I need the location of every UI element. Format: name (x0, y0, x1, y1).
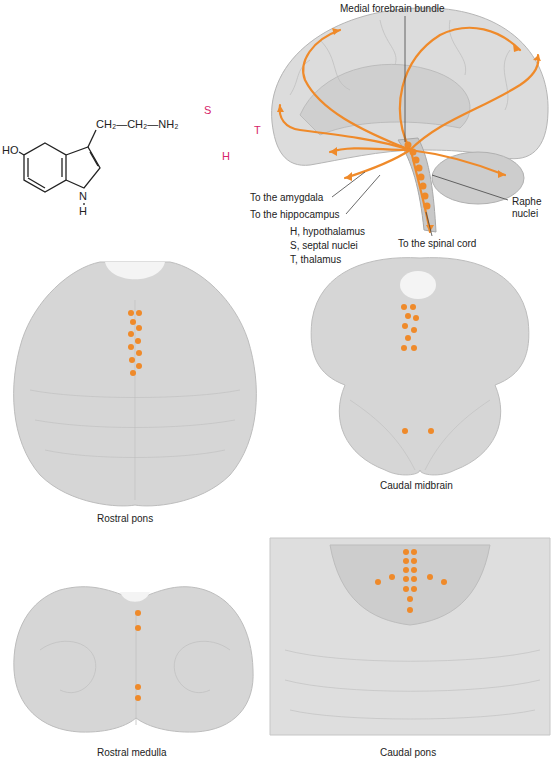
structure-letter: T (254, 124, 261, 136)
raphe-dots (405, 142, 431, 210)
molecule-structure (19, 130, 100, 205)
structure-letter: S (204, 104, 211, 116)
rostral-pons-section (14, 262, 257, 506)
chemical-atom: N (79, 190, 87, 202)
chemical-group: HO (2, 144, 19, 156)
key-entry: H, hypothalamus (290, 226, 365, 238)
callout-label: To the spinal cord (398, 238, 476, 250)
callout-label: To the amygdala (250, 192, 323, 204)
callout-label: Raphe nuclei (512, 196, 550, 220)
section-label: Caudal pons (380, 747, 436, 759)
section-label: Rostral pons (97, 513, 153, 525)
leader-lines (332, 16, 508, 236)
structure-letter: H (222, 150, 230, 162)
section-label: Caudal midbrain (380, 480, 453, 492)
callout-label: To the hippocampus (250, 209, 340, 221)
chemical-atom: H (79, 205, 87, 217)
rostral-medulla-section (14, 587, 253, 732)
chemical-group: CH₂—CH₂—NH₂ (96, 118, 178, 130)
callout-label: Medial forebrain bundle (340, 3, 445, 15)
caudal-pons-section (270, 538, 550, 735)
key-entry: S, septal nuclei (290, 240, 358, 252)
caudal-midbrain-section (311, 258, 529, 475)
section-label: Rostral medulla (97, 747, 166, 759)
key-entry: T, thalamus (290, 254, 341, 266)
